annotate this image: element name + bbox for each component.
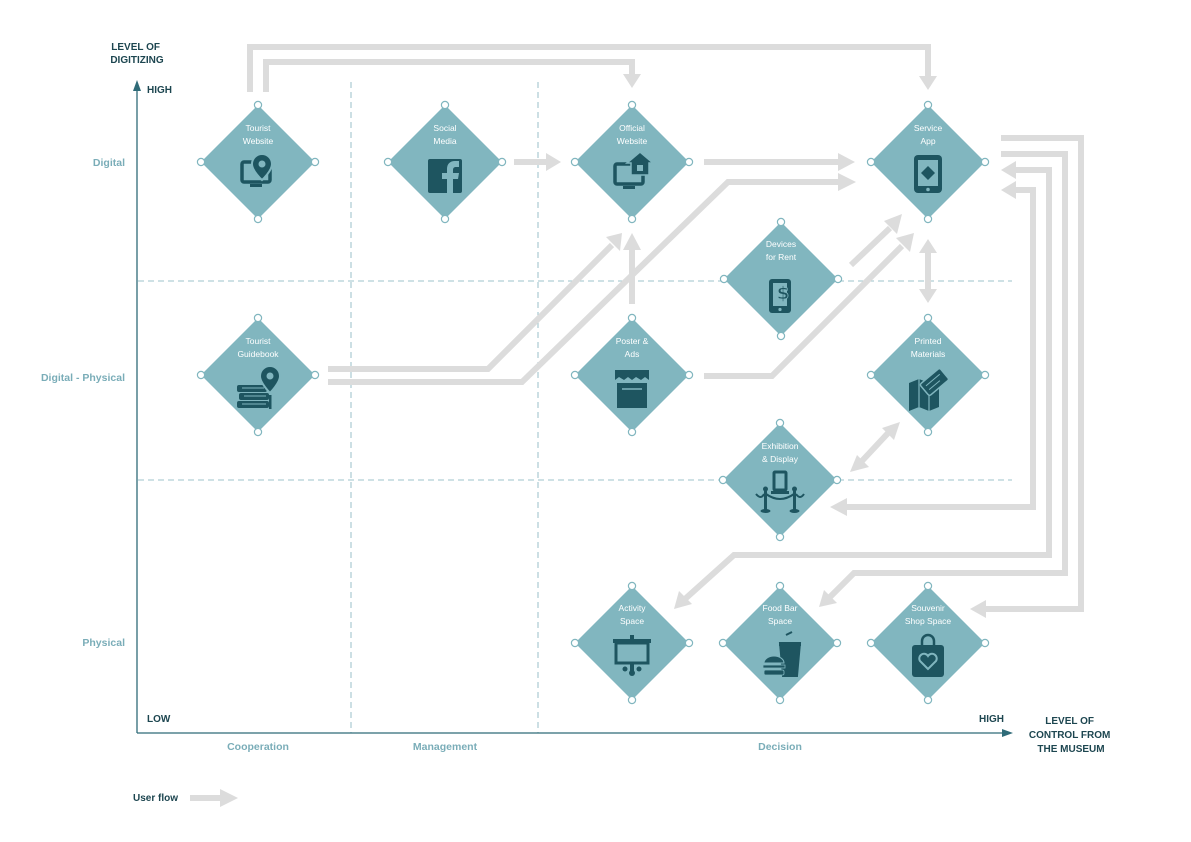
map-ticket-icon: [909, 367, 950, 411]
svg-text:Poster &Ads: Poster &Ads: [616, 336, 649, 359]
tablet-icon: [914, 155, 942, 193]
legend-label: User flow: [133, 793, 178, 804]
row-label-digital: Digital: [93, 157, 125, 169]
books-location-icon: [237, 364, 282, 409]
monitor-location-icon: [240, 152, 274, 187]
phone-dollar-icon: $: [769, 279, 791, 313]
flow-tourist-website-to-official-website: [263, 59, 641, 92]
y-axis-high-label: HIGH: [147, 85, 172, 96]
grid-lines: [138, 82, 1012, 733]
shopping-bag-heart-icon: [912, 633, 944, 677]
svg-text:Exhibition& Display: Exhibition& Display: [762, 441, 799, 464]
x-axis-title: LEVEL OF CONTROL FROM THE MUSEUM: [1029, 716, 1113, 755]
node-poster-ads[interactable]: Poster &Ads: [570, 313, 694, 437]
y-axis-title: LEVEL OF DIGITIZING: [110, 42, 164, 66]
row-label-digital-physical: Digital - Physical: [41, 372, 125, 384]
node-exhibition-display[interactable]: Exhibition& Display: [718, 418, 842, 542]
row-label-physical: Physical: [82, 637, 125, 649]
svg-text:$: $: [777, 283, 790, 304]
column-label-decision: Decision: [758, 741, 802, 753]
flow-devices-for-rent-to-service-app: [848, 214, 902, 268]
monitor-home-icon: [613, 151, 656, 189]
flow-printed-materials-exhibition: [850, 422, 900, 472]
poster-icon: [615, 370, 649, 408]
flow-service-app-printed-materials: [919, 239, 937, 303]
stanchion-display-icon: [755, 470, 805, 513]
flow-tourist-guidebook-to-service-app: [328, 173, 856, 385]
flow-poster-ads-to-service-app: [704, 233, 914, 379]
flow-service-app-to-activity-space: [674, 161, 1052, 609]
y-axis-low-label: LOW: [147, 714, 171, 725]
facebook-icon: [428, 159, 462, 193]
axes: [133, 80, 1013, 737]
flow-arrows: [190, 44, 1084, 807]
presentation-board-icon: [613, 635, 651, 676]
flow-service-app-to-souvenir-shop: [970, 135, 1084, 618]
flow-tourist-website-to-service-app: [247, 44, 937, 92]
flow-service-app-to-food-bar: [819, 151, 1068, 607]
flow-tourist-guidebook-to-official-website: [328, 233, 622, 372]
column-label-management: Management: [413, 741, 478, 753]
flow-poster-ads-to-official-website: [623, 233, 641, 304]
burger-drink-icon: [762, 631, 802, 677]
flow-social-media-to-official-website: [514, 153, 561, 171]
flow-official-website-to-service-app: [704, 153, 855, 171]
x-axis-high-label: HIGH: [979, 714, 1004, 725]
legend-flow-arrow: [190, 789, 238, 807]
column-label-cooperation: Cooperation: [227, 741, 289, 753]
flow-service-app-to-exhibition: [830, 181, 1036, 516]
